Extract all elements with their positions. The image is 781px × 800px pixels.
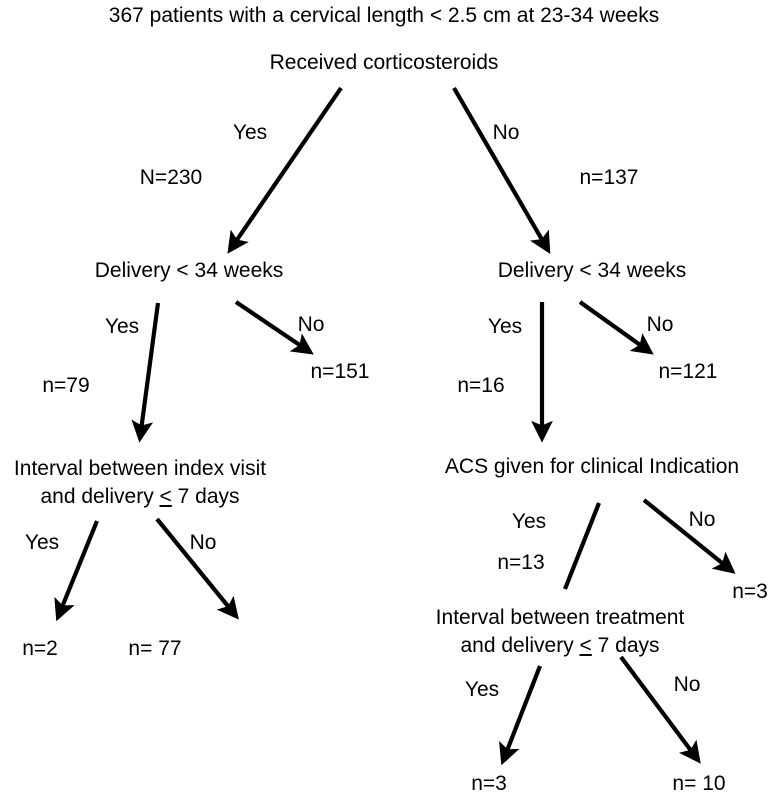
edge-delivery-right-no (578, 300, 654, 355)
edge-interval-index-no (155, 517, 239, 620)
edge-delivery-left-yes (131, 302, 161, 443)
node-received-corticosteroids: Received corticosteroids (269, 51, 499, 74)
leaf-count-10: n= 10 (672, 772, 726, 795)
leaf-count-77: n= 77 (128, 637, 182, 660)
edge-delivery-left-no (234, 300, 314, 355)
count-corticosteroids-yes: N=230 (139, 166, 203, 189)
edge-corticosteroids-no (452, 86, 551, 254)
interval-index-line2-prefix: and delivery (40, 484, 160, 508)
node-interval-treatment-line1: Interval between treatment (435, 606, 685, 629)
node-interval-index-visit-line2: and delivery < 7 days (14, 483, 266, 511)
node-interval-index-visit: Interval between index visit and deliver… (14, 455, 266, 510)
less-than-or-equal-icon: < (159, 484, 172, 508)
interval-treatment-line2-prefix: and delivery (460, 633, 580, 657)
branch-label-interval-index-no: No (189, 531, 217, 554)
edge-interval-index-yes (54, 520, 99, 622)
count-corticosteroids-no: n=137 (579, 166, 639, 189)
leaf-count-3-acs-no: n=3 (732, 580, 768, 603)
node-delivery-34-weeks-left: Delivery < 34 weeks (94, 259, 284, 282)
node-interval-treatment-line2: and delivery < 7 days (436, 632, 685, 660)
count-acs-yes: n=13 (497, 551, 545, 574)
edge-interval-treatment-yes (499, 665, 542, 766)
node-interval-index-visit-line1: Interval between index visit (13, 457, 267, 480)
branch-label-corticosteroids-no: No (492, 121, 520, 144)
branch-label-corticosteroids-yes: Yes (232, 121, 268, 144)
branch-label-acs-yes: Yes (511, 510, 547, 533)
edge-corticosteroids-yes (227, 86, 343, 254)
interval-treatment-line2-suffix: 7 days (591, 633, 660, 657)
branch-label-interval-treatment-yes: Yes (464, 678, 500, 701)
edge-acs-yes (563, 502, 601, 590)
node-interval-treatment: Interval between treatment and delivery … (436, 604, 685, 659)
branch-label-interval-index-yes: Yes (24, 531, 60, 554)
edge-interval-treatment-no (619, 655, 701, 764)
leaf-count-3-treatment-yes: n=3 (471, 772, 507, 795)
leaf-count-2: n=2 (22, 637, 58, 660)
count-delivery-left-yes: n=79 (42, 374, 90, 397)
edge-acs-no (642, 498, 736, 574)
branch-label-acs-no: No (688, 508, 716, 531)
node-delivery-34-weeks-right: Delivery < 34 weeks (497, 259, 687, 282)
branch-label-interval-treatment-no: No (673, 673, 701, 696)
less-than-or-equal-icon: < (579, 633, 592, 657)
branch-label-delivery-left-yes: Yes (104, 315, 140, 338)
node-acs-clinical-indication: ACS given for clinical Indication (444, 455, 740, 478)
branch-label-delivery-left-no: No (297, 313, 325, 336)
branch-label-delivery-right-no: No (646, 313, 674, 336)
branch-label-delivery-right-yes: Yes (487, 315, 523, 338)
count-delivery-right-yes: n=16 (457, 374, 505, 397)
diagram-title: 367 patients with a cervical length < 2.… (108, 4, 660, 27)
interval-index-line2-suffix: 7 days (171, 484, 240, 508)
leaf-count-121: n=121 (658, 360, 718, 383)
leaf-count-151: n=151 (310, 360, 370, 383)
